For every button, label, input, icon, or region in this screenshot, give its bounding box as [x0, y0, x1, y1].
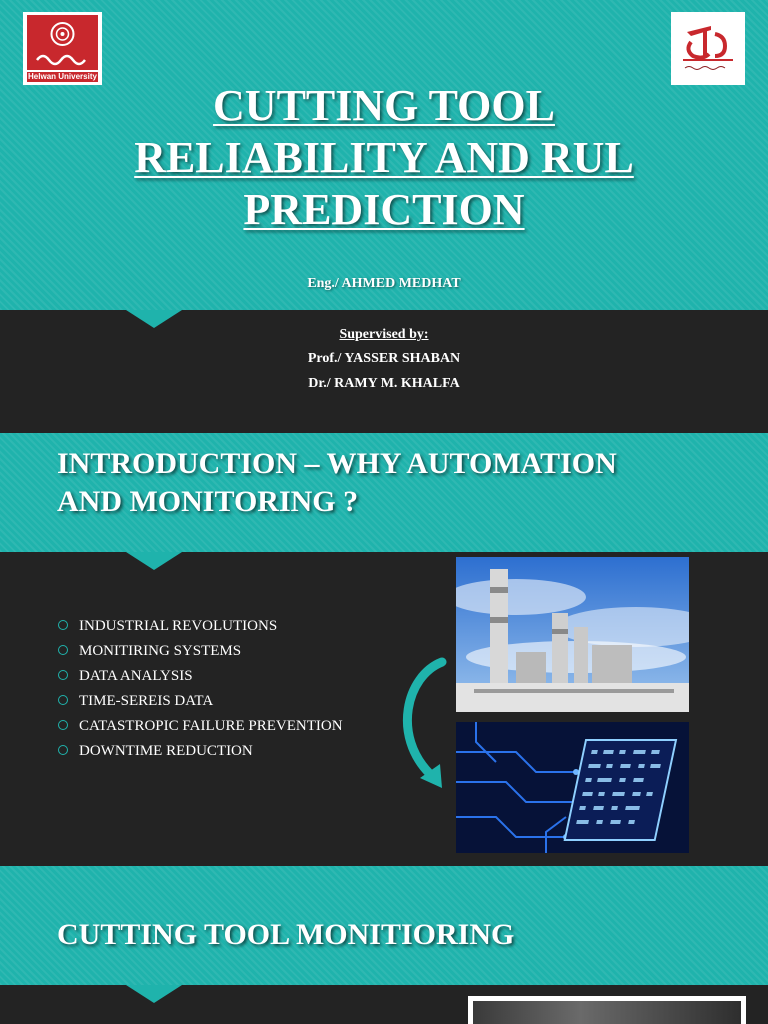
- helwan-logo-caption: Helwan University: [28, 72, 97, 81]
- circle-outline-icon: [58, 744, 68, 755]
- list-item: CATASTROPIC FAILURE PREVENTION: [58, 714, 343, 739]
- intro-heading: INTRODUCTION – WHY AUTOMATION AND MONITO…: [57, 445, 617, 521]
- title-line-2: RELIABILITY AND RUL: [134, 133, 634, 182]
- supervisor-2: Dr./ RAMY M. KHALFA: [308, 376, 460, 391]
- bullet-text: CATASTROPIC FAILURE PREVENTION: [79, 718, 343, 734]
- bullet-text: TIME-SEREIS DATA: [79, 693, 214, 709]
- bullet-text: DOWNTIME REDUCTION: [79, 743, 253, 759]
- author-name: Eng./ AHMED MEDHAT: [307, 276, 461, 291]
- monitoring-banner: [0, 866, 768, 985]
- bullet-text: DATA ANALYSIS: [79, 668, 193, 684]
- helwan-logo-icon: [27, 15, 98, 82]
- list-item: MONITIRING SYSTEMS: [58, 639, 343, 664]
- supervised-label: Supervised by:: [339, 327, 429, 342]
- monitoring-heading: CUTTING TOOL MONITIORING: [57, 918, 515, 951]
- list-item: INDUSTRIAL REVOLUTIONS: [58, 614, 343, 639]
- intro-heading-line-2: AND MONITORING ?: [57, 485, 359, 518]
- title-line-1: CUTTING TOOL: [213, 81, 555, 130]
- supervisors-band: [0, 310, 768, 433]
- intro-notch: [126, 552, 182, 570]
- bullet-text: MONITIRING SYSTEMS: [79, 643, 242, 659]
- bullet-text: INDUSTRIAL REVOLUTIONS: [79, 618, 278, 634]
- slide-title: CUTTING TOOL RELIABILITY AND RUL PREDICT…: [0, 80, 768, 236]
- intro-heading-line-1: INTRODUCTION – WHY AUTOMATION: [57, 447, 617, 480]
- circuit-chip-image: [456, 722, 689, 853]
- circle-outline-icon: [58, 644, 68, 655]
- list-item: TIME-SEREIS DATA: [58, 689, 343, 714]
- banner-notch: [126, 310, 182, 328]
- faculty-logo: [671, 12, 745, 85]
- list-item: DATA ANALYSIS: [58, 664, 343, 689]
- helwan-university-logo: Helwan University: [23, 12, 102, 85]
- faculty-logo-icon: [683, 26, 733, 70]
- intro-banner: [0, 433, 768, 552]
- list-item: DOWNTIME REDUCTION: [58, 739, 343, 764]
- monitoring-image: [468, 996, 746, 1024]
- circle-outline-icon: [58, 619, 68, 630]
- title-banner: [0, 0, 768, 310]
- circle-outline-icon: [58, 694, 68, 705]
- circle-outline-icon: [58, 669, 68, 680]
- monitoring-image-content: [473, 1001, 741, 1024]
- title-line-3: PREDICTION: [243, 185, 525, 234]
- supervisor-1: Prof./ YASSER SHABAN: [307, 351, 461, 366]
- industrial-plant-image: [456, 557, 689, 712]
- circle-outline-icon: [58, 719, 68, 730]
- monitoring-notch: [126, 985, 182, 1003]
- curved-arrow-icon: [403, 657, 447, 788]
- intro-bullet-list: INDUSTRIAL REVOLUTIONS MONITIRING SYSTEM…: [58, 614, 343, 764]
